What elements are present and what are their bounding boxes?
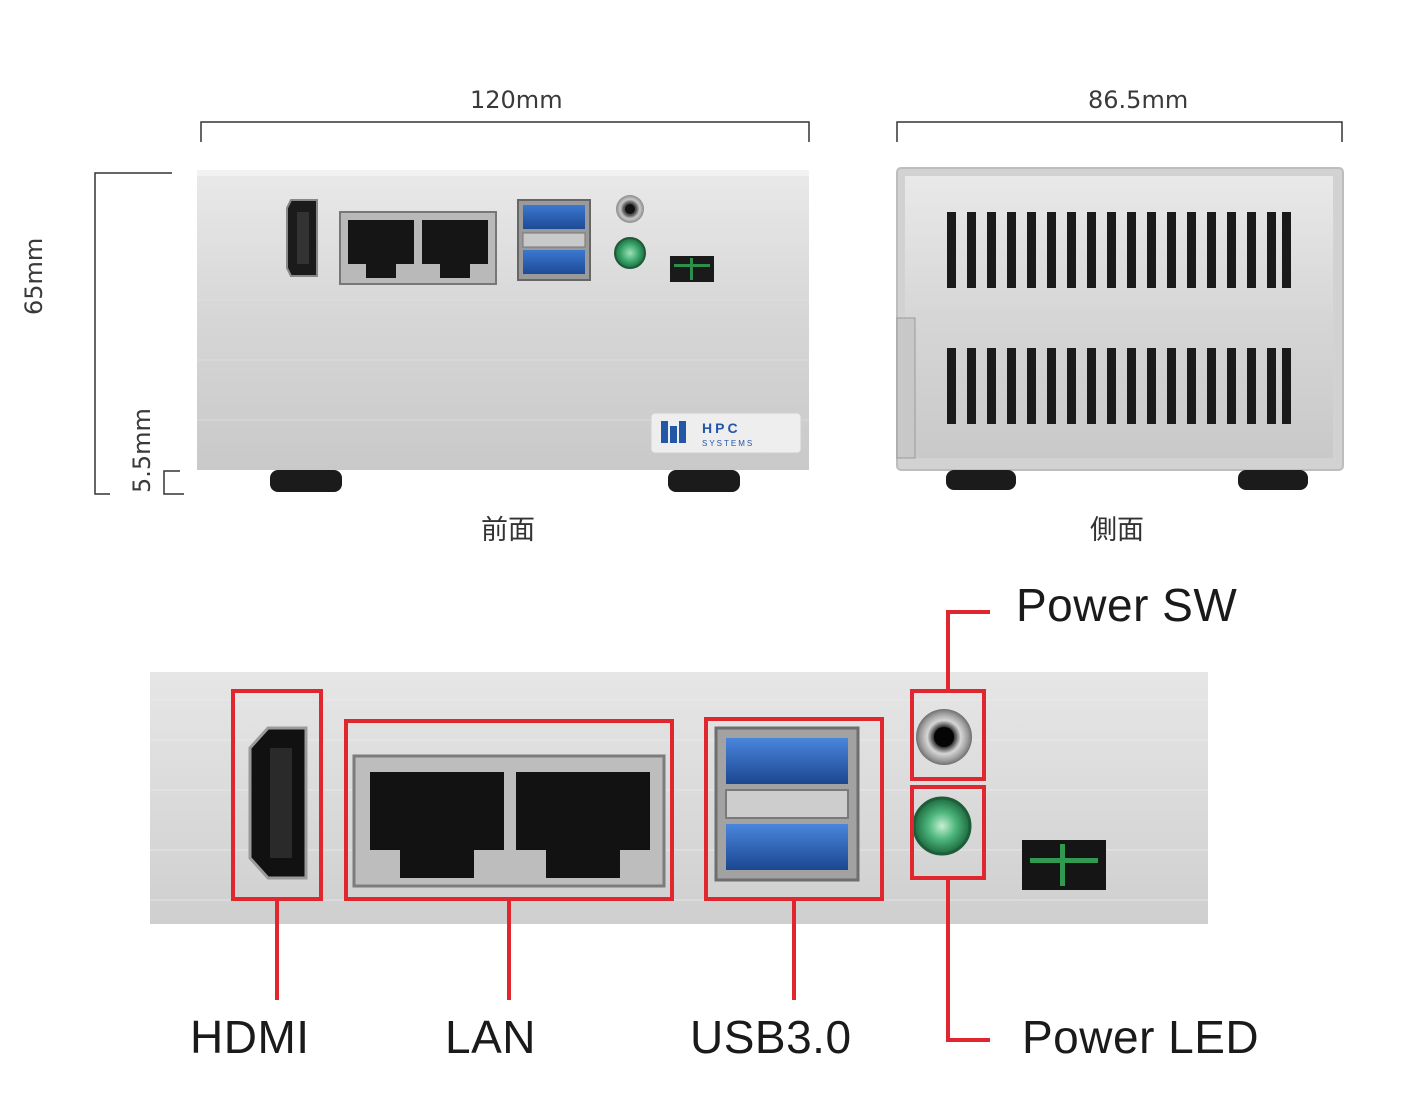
- front-hdmi-port: [286, 199, 318, 277]
- hdmi-label: HDMI: [190, 1011, 310, 1063]
- port-closeup-drawing: [150, 610, 1208, 1042]
- depth-dimension-label: 86.5mm: [1088, 86, 1189, 114]
- width-dimension-label: 120mm: [470, 86, 563, 114]
- side-view-caption: 側面: [1090, 515, 1144, 546]
- front-lan-ports: [339, 211, 497, 285]
- front-view-caption: 前面: [481, 515, 535, 546]
- side-view: [896, 167, 1344, 490]
- leader-lines: [275, 610, 990, 1042]
- side-foot-right: [1238, 470, 1308, 490]
- side-vent-slots-bottom: [947, 348, 1291, 424]
- lan-label: LAN: [445, 1011, 536, 1063]
- front-foot-left: [270, 470, 342, 492]
- foot-dimension-bracket: [163, 470, 184, 495]
- power-sw-label: Power SW: [1016, 579, 1238, 631]
- svg-text:HPC: HPC: [702, 420, 741, 436]
- hpc-systems-logo: HPC SYSTEMS: [650, 412, 802, 454]
- front-foot-right: [668, 470, 740, 492]
- front-power-led: [614, 237, 646, 269]
- power-led-label: Power LED: [1022, 1011, 1260, 1063]
- device-overview-drawing: HPC SYSTEMS: [94, 121, 1344, 495]
- front-view: HPC SYSTEMS: [197, 170, 809, 492]
- svg-text:SYSTEMS: SYSTEMS: [702, 439, 754, 448]
- closeup-hdmi-port: [248, 726, 308, 880]
- depth-dimension-bracket: [896, 121, 1343, 142]
- front-dc-connector: [670, 256, 714, 282]
- width-dimension-bracket: [200, 121, 810, 142]
- closeup-lan-ports: [352, 754, 666, 888]
- closeup-dc-connector: [1022, 840, 1106, 890]
- height-dimension-bracket: [94, 172, 172, 495]
- front-usb-ports: [517, 199, 591, 281]
- side-vent-slots-top: [947, 212, 1291, 288]
- closeup-power-led: [912, 796, 972, 856]
- closeup-usb-ports: [714, 726, 860, 882]
- side-foot-left: [946, 470, 1016, 490]
- usb-label: USB3.0: [690, 1011, 852, 1063]
